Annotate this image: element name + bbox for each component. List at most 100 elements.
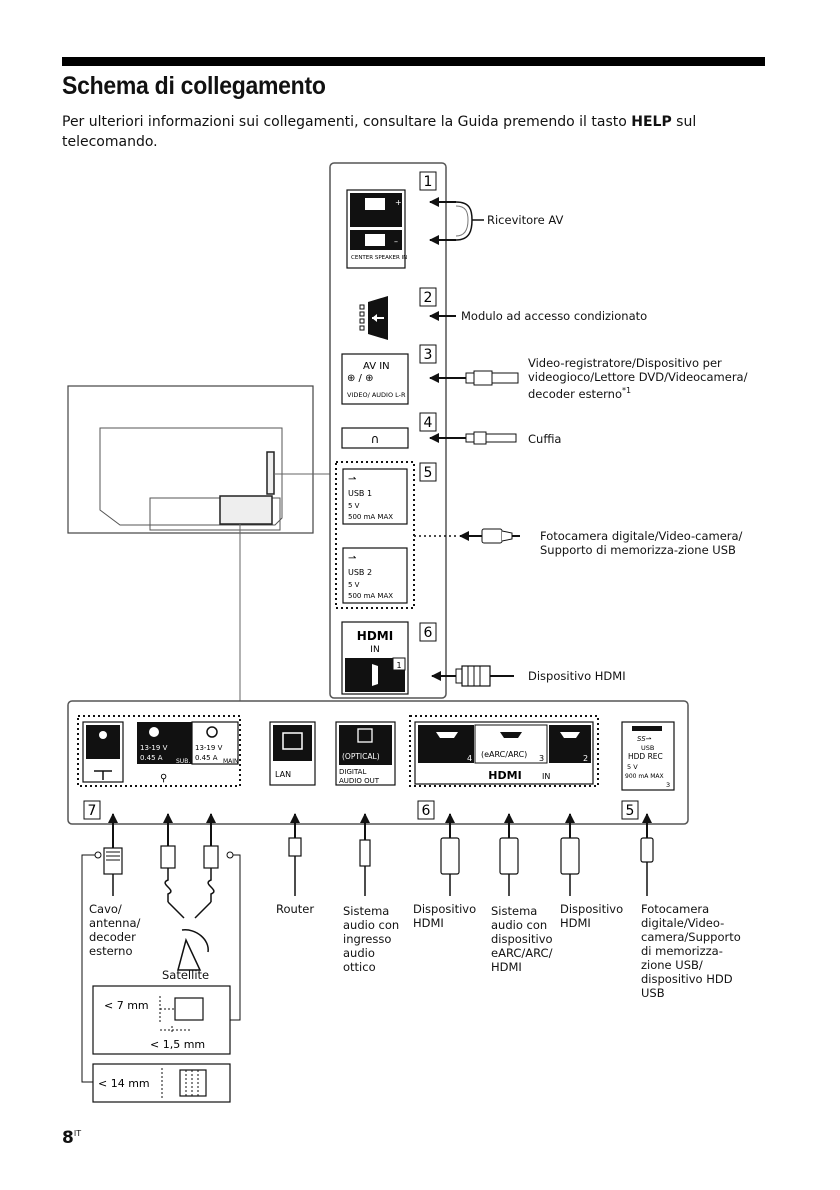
dim-pin-text: < 1,5 mm [150,1038,205,1051]
intro-text-end: sul telecomando. [62,114,697,150]
plus-slot [365,198,385,210]
usb1-icon: ⇀ [348,474,356,485]
section-2-number-box [419,287,437,307]
hdmi-group-dotted [409,715,599,787]
minus-sign: – [394,237,398,246]
section-4-number: 4 [424,415,433,431]
usb1-port [342,468,408,525]
sat-sub-label: SUB. [176,758,190,765]
lan-socket-bg [273,725,312,761]
tv-body [99,427,283,526]
section-5-number-box [419,462,437,482]
label-satellite: Satellite [162,968,210,982]
footnote-marker: *1 [622,386,632,395]
av-receiver-cable [455,201,484,241]
antenna-group-dotted [77,715,241,787]
usb1-current: 500 mA MAX [348,513,393,521]
page-number-value: 8 [62,1128,74,1148]
label-cable: Cavo/ antenna/ decoder esterno [89,902,141,958]
sat-main-plug [203,845,219,869]
label-headphones: Cuffia [528,432,562,446]
section-5-number: 5 [424,465,433,481]
av-mini-jack-plug [456,370,519,386]
satellite-dish [177,929,209,971]
hdmi-port-no-box [392,657,406,671]
label-earc-system: Sistema audio con dispositivo eARC/ARC/ … [491,904,553,974]
optical-label-2: DIGITAL [339,768,366,776]
sat-wires-to-dish [167,901,212,919]
label-av-receiver: Ricevitore AV [487,213,564,227]
intro-text: Per ulteriori informazioni sui collegame… [62,114,632,130]
label-hdmi-device-b: Dispositivo HDMI [560,902,624,930]
bottom-connectors [103,813,654,971]
usb-plug-side [481,528,520,544]
optical-socket [357,728,373,743]
help-key: HELP [631,114,672,130]
headphone-plug [456,431,517,445]
label-hdmi-side: Dispositivo HDMI [528,669,626,683]
small-connector-box [92,985,231,1055]
side-panel: 1 + – CENTER SPEAKER IN 2 3 AV IN ⊕ [329,162,520,699]
page-title: Schema di collegamento [62,72,326,100]
hdmi-plug-b [560,837,580,875]
tv-outline [67,385,314,534]
dim-small-text: < 7 mm [104,999,149,1012]
section-6-number-box [419,622,437,642]
av-in-sub-label: VIDEO/ AUDIO L-R [347,391,406,399]
bottom-panel-frame [67,700,689,825]
antenna-symbol [94,770,112,780]
usb1-voltage: 5 V [348,502,360,510]
sat-sub-voltage: 13-19 V [140,744,168,752]
label-av-devices: Video-registratore/Dispositivo per video… [528,356,758,401]
intro-paragraph: Per ulteriori informazioni sui collegame… [62,112,742,152]
usb-group-dotted [335,461,415,609]
hdmi-4-socket [418,725,474,763]
section-6b-number-box [417,800,435,820]
av-in-label: AV IN [363,361,390,372]
section-3-number: 3 [424,347,433,363]
sat-main-socket [206,726,218,738]
label-optical-system: Sistema audio con ingresso audio ottico [343,904,400,974]
satellite-dish-icon: ⚲ [160,773,167,784]
section-3-number-box [419,344,437,364]
usb2-icon: ⇀ [348,553,356,564]
headphone-icon: ∩ [371,432,380,446]
label-usb-bottom: Fotocamera digitale/Video-camera/Support… [641,902,741,1000]
sat-main-current: 0.45 A [195,754,218,762]
hdmi-logo-bottom: HDMI [488,769,521,782]
usb3-voltage: 5 V [627,763,638,771]
sat-main-label: MAIN [223,758,239,765]
hdmi-in-label-bottom: IN [542,772,550,781]
large-connector-link [81,854,98,1083]
av-in-port [341,353,409,405]
large-connector-box [92,1063,231,1103]
label-av-devices-text: Video-registratore/Dispositivo per video… [528,356,748,401]
usb-plug-bottom [640,837,654,863]
small-connector-drawing [174,997,204,1021]
sat-main-voltage: 13-19 V [195,744,223,752]
lan-socket [282,732,303,750]
hdmi-plug-a [440,837,460,875]
section-2-number: 2 [424,290,433,306]
tv-stand [149,497,281,531]
section-1-number: 1 [424,174,433,190]
antenna-socket-bg [86,725,120,759]
minus-slot [365,234,385,246]
center-speaker-label: CENTER SPEAKER IN [351,255,407,261]
dim-large-text: < 14 mm [98,1077,150,1090]
section-6b-number: 6 [422,803,431,819]
sat-main-wire [207,868,215,902]
hdmi-logo-side: HDMI [357,629,393,643]
antenna-socket [99,731,107,739]
dimension-callouts: < 7 mm < 1,5 mm < 14 mm [81,851,241,1103]
hdmi-port-no: 1 [396,661,401,670]
usb2-port [342,547,408,604]
hdmi-socket-shape [372,664,378,686]
usb2-label: USB 2 [348,568,372,577]
tv-terminal-side [266,451,275,495]
header-rule [62,57,765,66]
tv-rear-illustration [67,385,330,701]
usb3-port [621,721,675,791]
section-5b-number: 5 [626,803,635,819]
